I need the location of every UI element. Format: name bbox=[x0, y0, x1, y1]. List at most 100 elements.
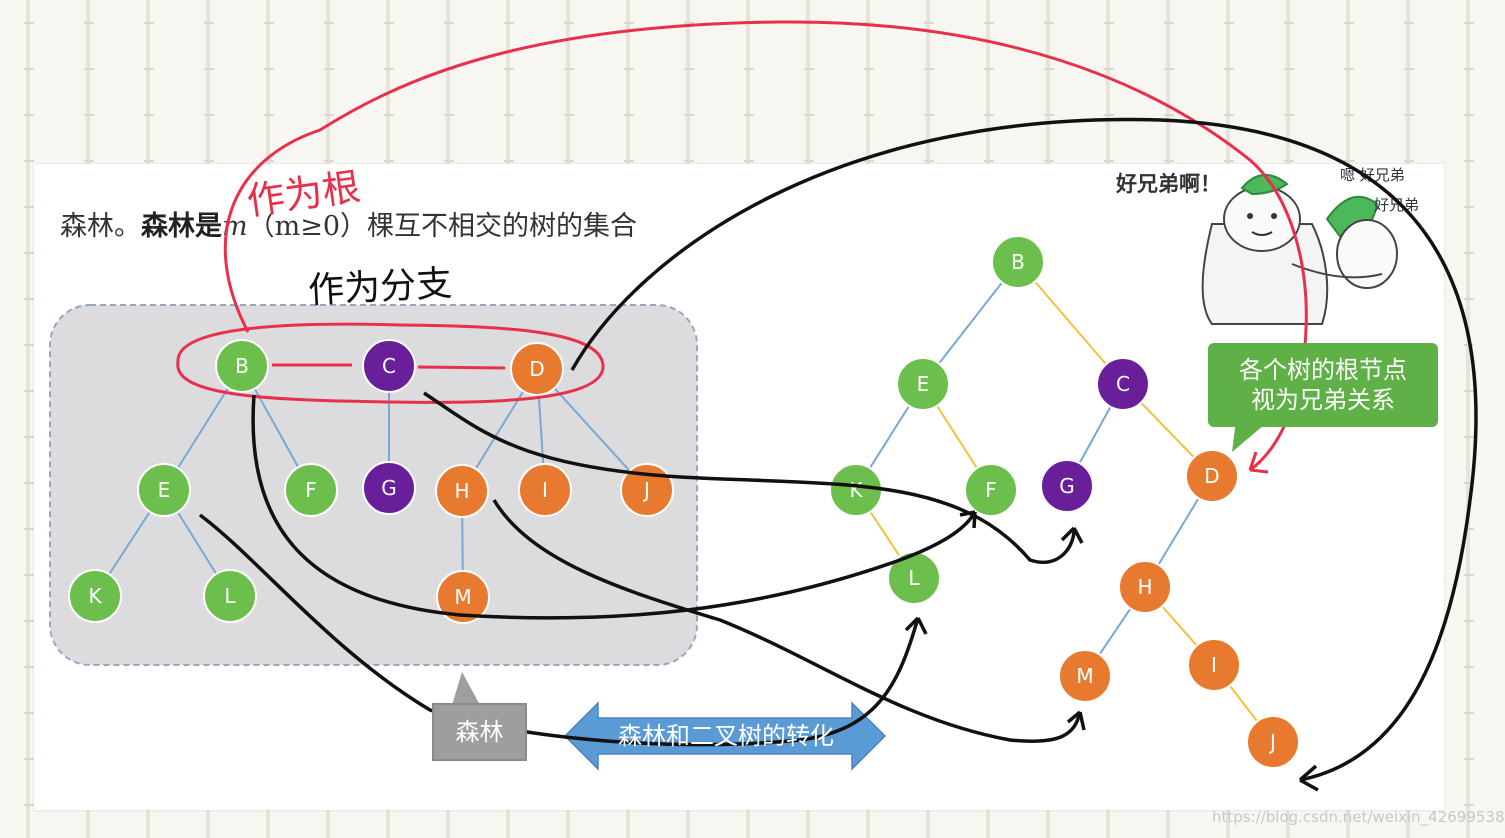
forest-node-m: M bbox=[436, 570, 490, 624]
forest-node-label: G bbox=[381, 476, 397, 500]
forest-node-circle bbox=[215, 339, 269, 393]
binary-node-m: M bbox=[1058, 649, 1112, 703]
binary-node-j: J bbox=[1246, 715, 1300, 769]
black-arrow-D-to-J bbox=[570, 117, 1478, 782]
binary-node-circle bbox=[1118, 560, 1172, 614]
forest-node-f: F bbox=[284, 463, 338, 517]
binary-node-b: B bbox=[991, 235, 1045, 289]
black-arrow-head-J bbox=[1298, 764, 1319, 792]
binary-nodes: B E C K F G D L H M I J bbox=[829, 235, 1300, 769]
forest-node-k: K bbox=[68, 569, 122, 623]
forest-node-circle bbox=[510, 342, 564, 396]
black-arrow-head-L bbox=[904, 616, 928, 635]
forest-node-circle bbox=[137, 463, 191, 517]
red-arrow-head bbox=[1248, 451, 1269, 474]
red-link-C-D bbox=[417, 365, 506, 370]
binary-node-l: L bbox=[887, 551, 941, 605]
black-arrow-B-to-F bbox=[251, 394, 977, 620]
forest-node-circle bbox=[436, 570, 490, 624]
black-arrow-C-to-G bbox=[423, 391, 1076, 564]
binary-node-circle bbox=[887, 551, 941, 605]
forest-node-label: K bbox=[88, 584, 102, 608]
conversion-label: 森林和二叉树的转化 bbox=[618, 722, 834, 750]
forest-node-e: E bbox=[137, 463, 191, 517]
binary-node-label: K bbox=[849, 478, 863, 502]
forest-label-tail bbox=[452, 672, 480, 705]
forest-node-label: C bbox=[382, 354, 396, 378]
black-arrow-H-to-M bbox=[492, 499, 1082, 743]
forest-node-h: H bbox=[435, 464, 489, 518]
binary-node-circle bbox=[1185, 449, 1239, 503]
binary-node-circle bbox=[1040, 459, 1094, 513]
forest-node-label: E bbox=[158, 478, 171, 502]
binary-node-label: L bbox=[908, 566, 920, 590]
binary-node-i: I bbox=[1187, 638, 1241, 692]
binary-node-k: K bbox=[829, 463, 883, 517]
forest-node-b: B bbox=[215, 339, 269, 393]
title-part1: 森林。 bbox=[60, 211, 141, 242]
binary-node-circle bbox=[964, 463, 1018, 517]
red-roots-loop bbox=[176, 322, 605, 404]
binary-node-label: C bbox=[1116, 372, 1130, 396]
meme-text-left: 好兄弟啊！ bbox=[1116, 172, 1221, 196]
red-arc-to-D bbox=[223, 20, 1308, 472]
binary-node-label: D bbox=[1204, 464, 1219, 488]
forest-node-label: I bbox=[542, 478, 548, 502]
binary-node-label: H bbox=[1137, 575, 1152, 599]
binary-node-circle bbox=[1246, 715, 1300, 769]
forest-node-i: I bbox=[518, 463, 572, 517]
forest-node-label: H bbox=[454, 479, 469, 503]
title-part2: 森林是 bbox=[141, 211, 222, 242]
forest-node-label: F bbox=[305, 478, 317, 502]
forest-node-d: D bbox=[510, 342, 564, 396]
forest-node-circle bbox=[362, 461, 416, 515]
forest-node-circle bbox=[284, 463, 338, 517]
binary-node-g: G bbox=[1040, 459, 1094, 513]
callout-line1: 各个树的根节点 bbox=[1239, 356, 1407, 384]
binary-node-label: B bbox=[1011, 250, 1025, 274]
binary-node-c: C bbox=[1096, 357, 1150, 411]
title-part3: 棵互不相交的树的集合 bbox=[367, 211, 638, 242]
forest-edge-d-j bbox=[536, 368, 648, 491]
forest-node-c: C bbox=[362, 339, 416, 393]
binary-node-circle bbox=[1187, 638, 1241, 692]
black-arrow-E-to-L bbox=[198, 513, 920, 747]
forest-node-circle bbox=[203, 569, 257, 623]
binary-node-f: F bbox=[964, 463, 1018, 517]
binary-node-label: M bbox=[1076, 664, 1093, 688]
callout-tail bbox=[1232, 420, 1270, 452]
binary-node-e: E bbox=[896, 357, 950, 411]
conversion-double-arrow bbox=[563, 701, 887, 771]
title-paren: （m≥0） bbox=[247, 211, 368, 242]
forest-node-label: M bbox=[454, 585, 471, 609]
meme-image: 好兄弟啊！ 嗯 好兄弟 好兄弟 bbox=[1112, 164, 1444, 325]
forest-node-label: L bbox=[224, 584, 236, 608]
binary-node-circle bbox=[896, 357, 950, 411]
forest-node-circle bbox=[68, 569, 122, 623]
forest-node-l: L bbox=[203, 569, 257, 623]
annotation-as-branch: 作为分支 bbox=[307, 263, 454, 312]
binary-node-h: H bbox=[1118, 560, 1172, 614]
forest-nodes: B C D E F G H I J K L M bbox=[68, 339, 674, 624]
binary-node-label: G bbox=[1059, 474, 1075, 498]
black-arrow-head-M bbox=[1066, 710, 1086, 731]
black-arrow-head-G bbox=[1060, 526, 1084, 544]
forest-node-circle bbox=[518, 463, 572, 517]
binary-node-d: D bbox=[1185, 449, 1239, 503]
binary-node-circle bbox=[1058, 649, 1112, 703]
binary-node-circle bbox=[1096, 357, 1150, 411]
binary-node-label: F bbox=[985, 478, 997, 502]
callout-line2: 视为兄弟关系 bbox=[1251, 386, 1395, 414]
callout-siblings: 各个树的根节点 视为兄弟关系 bbox=[1208, 343, 1438, 427]
forest-node-circle bbox=[435, 464, 489, 518]
black-arrow-head-F bbox=[959, 510, 977, 529]
binary-node-label: E bbox=[917, 372, 930, 396]
forest-node-circle bbox=[362, 339, 416, 393]
binary-node-circle bbox=[991, 235, 1045, 289]
binary-node-label: J bbox=[1268, 730, 1276, 754]
forest-node-g: G bbox=[362, 461, 416, 515]
meme-drawing bbox=[1201, 174, 1398, 325]
forest-node-label: J bbox=[642, 478, 650, 502]
forest-node-label: B bbox=[235, 354, 249, 378]
